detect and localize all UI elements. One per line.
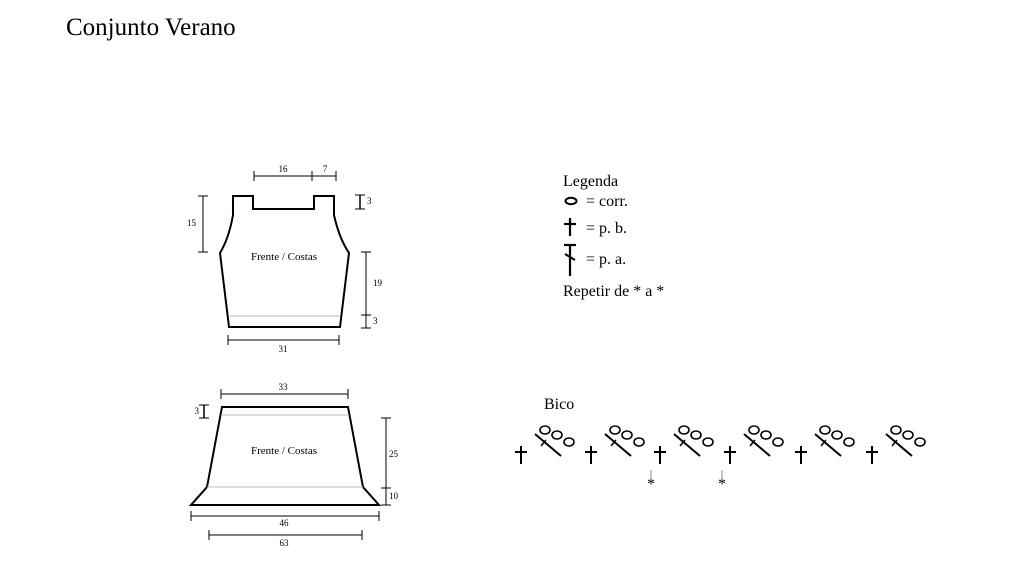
top-piece-schematic: Frente / Costas 16 7 15 3 19 3 31 — [187, 164, 383, 354]
bico-chain-stitch-icon — [678, 425, 690, 435]
bico-chain-stitch-icon — [748, 425, 760, 435]
top-piece-outline — [218, 195, 351, 328]
bico-single-crochet-icon — [515, 446, 527, 464]
bico-chain-stitch-icon — [551, 430, 563, 440]
bico-repeat-end: * — [718, 476, 726, 493]
bico-chain-stitch-icon — [760, 430, 772, 440]
legend: Legenda = corr. = p. b. = p. a. Repetir … — [563, 173, 664, 300]
dim-waistband: 3 — [195, 406, 200, 416]
dim-neck: 16 — [279, 164, 289, 174]
bico-chain-stitch-icon — [843, 437, 855, 447]
dim-inner-width: 46 — [280, 518, 290, 528]
bico-chain-stitch-icon — [539, 425, 551, 435]
bico-double-crochet-icon — [743, 433, 771, 457]
double-crochet-icon — [564, 243, 576, 276]
bico-chain-stitch-icon — [621, 430, 633, 440]
page-title: Conjunto Verano — [66, 14, 236, 41]
dim-side: 19 — [373, 278, 383, 288]
bico-chain-stitch-icon — [772, 437, 784, 447]
dim-shoulder: 7 — [323, 164, 328, 174]
dim-hem: 3 — [373, 316, 378, 326]
bico-chain-stitch-icon — [702, 437, 714, 447]
bico-chain-stitch-icon — [609, 425, 621, 435]
legend-item-single: = p. b. — [586, 220, 627, 237]
dim-flare: 10 — [389, 491, 399, 501]
bico-single-crochet-icon — [654, 446, 666, 464]
bico-single-crochet-icon — [585, 446, 597, 464]
bico-double-crochet-icon — [814, 433, 842, 457]
bico-double-crochet-icon — [604, 433, 632, 457]
bico-chain-stitch-icon — [902, 430, 914, 440]
bico-single-crochet-icon — [866, 446, 878, 464]
legend-title: Legenda — [563, 173, 618, 190]
bico-double-crochet-icon — [534, 433, 562, 457]
bico-chain-stitch-icon — [690, 430, 702, 440]
bico-title: Bico — [544, 396, 574, 413]
bico-chain-stitch-icon — [831, 430, 843, 440]
bico-repeat-start: * — [647, 476, 655, 493]
single-crochet-icon — [564, 218, 576, 236]
bico-chain-stitch-icon — [633, 437, 645, 447]
bico-chain-stitch-icon — [819, 425, 831, 435]
chain-stitch-icon — [564, 196, 578, 206]
bico-motifs — [515, 425, 926, 464]
legend-repeat: Repetir de * a * — [563, 283, 664, 300]
bico-chain-stitch-icon — [563, 437, 575, 447]
dim-neck-depth: 3 — [367, 196, 372, 206]
bico-chart: Bico * * — [515, 396, 926, 493]
bico-double-crochet-icon — [673, 433, 701, 457]
dim-top-width: 33 — [279, 382, 289, 392]
legend-item-double: = p. a. — [586, 251, 626, 268]
bico-chain-stitch-icon — [890, 425, 902, 435]
bico-single-crochet-icon — [795, 446, 807, 464]
legend-item-chain: = corr. — [586, 193, 628, 210]
dim-height: 25 — [389, 449, 399, 459]
bico-chain-stitch-icon — [914, 437, 926, 447]
bottom-piece-schematic: Frente / Costas 33 3 25 10 46 63 — [188, 382, 399, 548]
bico-single-crochet-icon — [724, 446, 736, 464]
bottom-piece-label: Frente / Costas — [251, 445, 317, 457]
bico-double-crochet-icon — [885, 433, 913, 457]
dim-armhole: 15 — [187, 218, 197, 228]
dim-width: 31 — [279, 344, 288, 354]
dim-outer-width: 63 — [280, 538, 290, 548]
top-piece-label: Frente / Costas — [251, 251, 317, 263]
